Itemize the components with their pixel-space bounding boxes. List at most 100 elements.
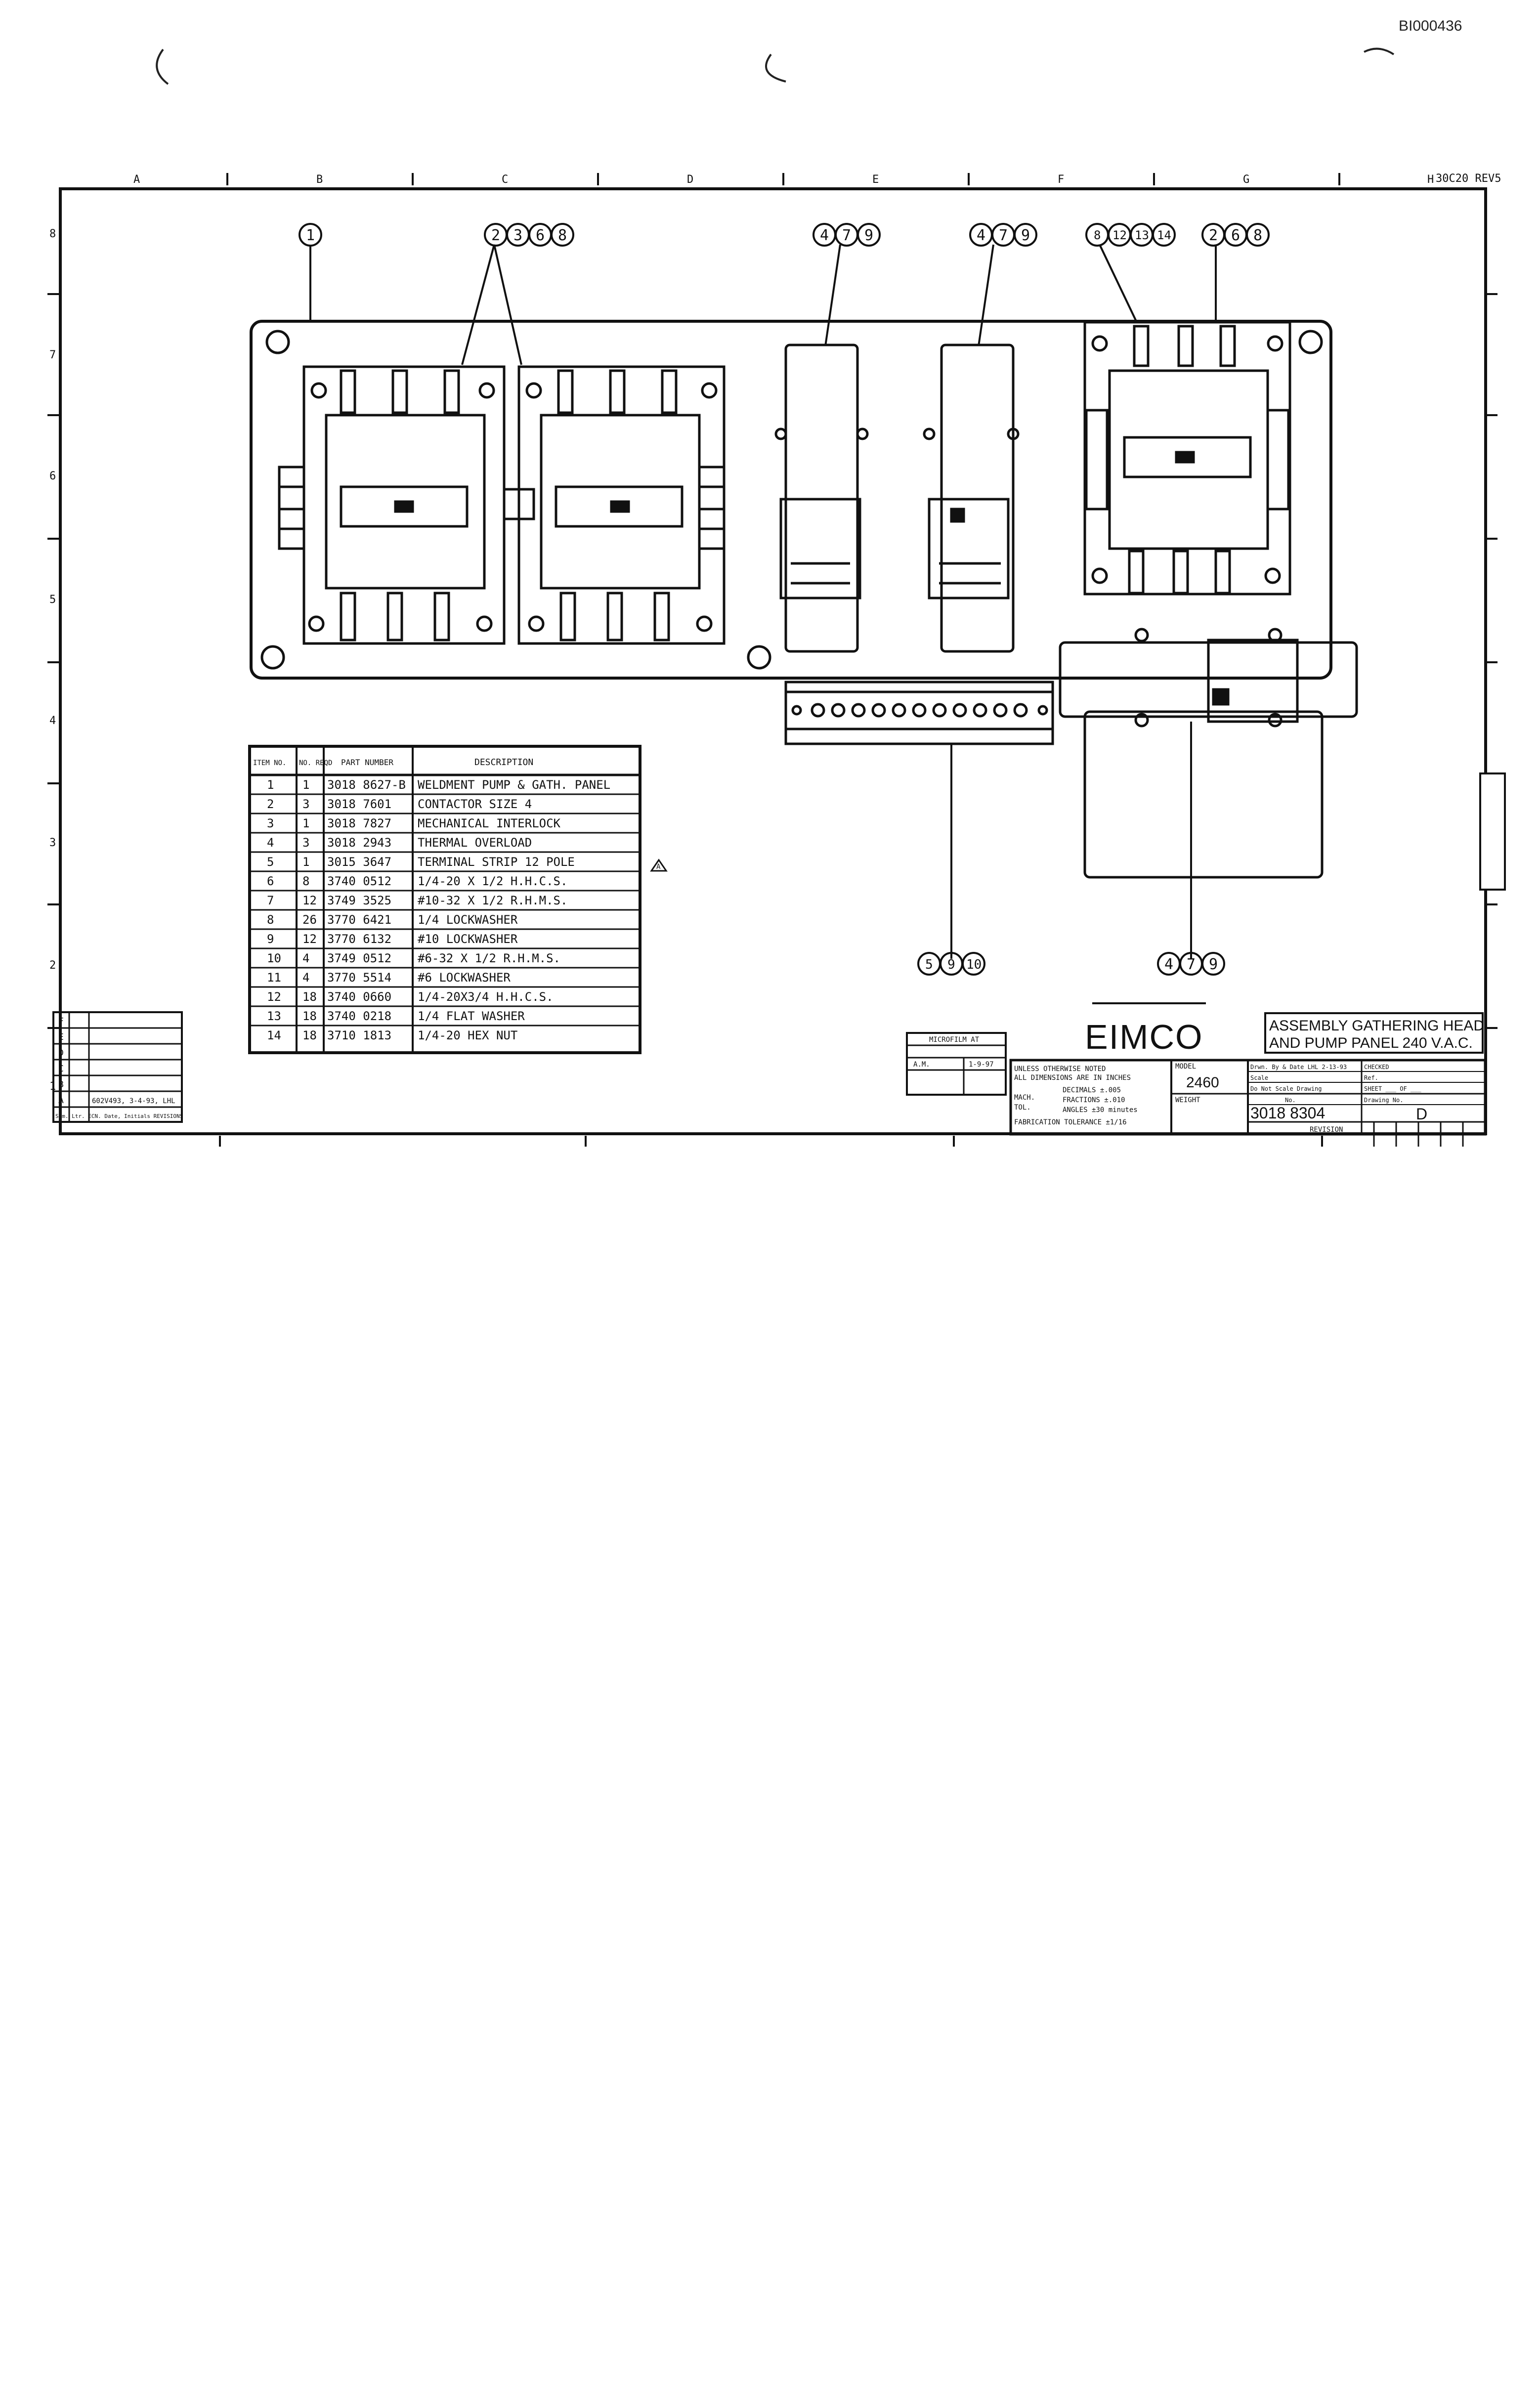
callout-8-12-13-14: 8 12 13 14 xyxy=(1085,223,1176,247)
terminal-strip xyxy=(784,681,1054,745)
callout-number: 6 xyxy=(536,227,545,244)
bom-cell-desc: #6 LOCKWASHER xyxy=(418,971,511,985)
scale-label: Scale xyxy=(1250,1074,1268,1081)
bom-cell-item: 9 xyxy=(267,932,274,946)
zone-letter: D xyxy=(687,173,693,186)
bom-cell-item: 11 xyxy=(267,971,281,985)
bom-cell-item: 8 xyxy=(267,913,274,927)
document-id: BI000436 xyxy=(1399,18,1462,34)
zone-number: 4 xyxy=(49,715,56,727)
weight-label: WEIGHT xyxy=(1175,1096,1200,1104)
callout-4-7-9-a: 4 7 9 xyxy=(813,223,881,247)
bom-cell-part: 3018 7601 xyxy=(327,797,391,811)
bom-header-desc: DESCRIPTION xyxy=(474,757,533,768)
drawing-title-line1: ASSEMBLY GATHERING HEAD xyxy=(1269,1018,1484,1034)
zone-number: 5 xyxy=(49,594,56,606)
callout-number: 2 xyxy=(491,227,500,244)
callout-4-7-9-c: 4 7 9 xyxy=(1157,952,1225,976)
zone-ticks-right xyxy=(1486,293,1497,1029)
bom-cell-qty: 8 xyxy=(302,874,309,888)
callout-number: 9 xyxy=(1209,956,1218,973)
zone-letter: E xyxy=(872,173,879,186)
tolerance-line2: ALL DIMENSIONS ARE IN INCHES xyxy=(1014,1074,1131,1082)
callout-number: 8 xyxy=(558,227,567,244)
callout-number: 6 xyxy=(1231,227,1240,244)
zone-letter: B xyxy=(316,173,323,186)
bom-cell-desc: WELDMENT PUMP & GATH. PANEL xyxy=(418,778,610,792)
callout-number: 14 xyxy=(1157,228,1171,242)
tolerance-angles: ANGLES ±30 minutes xyxy=(1063,1106,1138,1114)
zone-number: 2 xyxy=(49,959,56,972)
callout-number: 9 xyxy=(864,227,873,244)
zone-letter: H xyxy=(1427,173,1434,186)
sheet-reference: 30C20 REV5 xyxy=(1436,172,1501,185)
tolerance-fabrication: FABRICATION TOLERANCE ±1/16 xyxy=(1014,1118,1127,1126)
bom-header-item: ITEM NO. xyxy=(253,759,286,767)
bom-cell-part: 3770 6421 xyxy=(327,913,391,927)
rev-letter: E xyxy=(58,1032,64,1042)
mounting-holes xyxy=(260,330,1323,670)
callout-number: 9 xyxy=(1021,227,1030,244)
number-label: No. xyxy=(1285,1097,1296,1104)
bom-cell-desc: TERMINAL STRIP 12 POLE xyxy=(418,855,575,869)
callout-number: 3 xyxy=(513,227,522,244)
rev-letter: D xyxy=(58,1048,64,1058)
zone-numbers-left: 8 7 6 5 4 3 2 1 xyxy=(49,228,56,1093)
zone-letter: C xyxy=(502,173,508,186)
bom-cell-qty: 18 xyxy=(302,1028,317,1042)
bom-cell-desc: THERMAL OVERLOAD xyxy=(418,836,532,850)
zone-letter: F xyxy=(1058,173,1064,186)
zone-letter: G xyxy=(1243,173,1249,186)
rev-letter: A xyxy=(58,1095,64,1106)
callout-number: 7 xyxy=(999,227,1008,244)
bom-cell-qty: 12 xyxy=(302,894,317,907)
callout-number: 13 xyxy=(1135,228,1149,242)
overload-assembly-lower xyxy=(1059,628,1358,879)
bom-cell-part: 3018 2943 xyxy=(327,836,391,850)
bom-cell-part: 3740 0512 xyxy=(327,874,391,888)
callout-2-6-8: 2 6 8 xyxy=(1201,223,1270,247)
tolerance-decimals: DECIMALS ±.005 xyxy=(1063,1086,1121,1094)
bom-cell-desc: 1/4 LOCKWASHER xyxy=(418,913,518,927)
margin-tab xyxy=(1479,772,1506,891)
tolerance-fractions: FRACTIONS ±.010 xyxy=(1063,1096,1125,1104)
bom-cell-part: 3710 1813 xyxy=(327,1028,391,1042)
bom-cell-qty: 3 xyxy=(302,797,309,811)
bom-cell-part: 3749 3525 xyxy=(327,894,391,907)
bom-cell-part: 3015 3647 xyxy=(327,855,391,869)
bom-cell-qty: 1 xyxy=(302,778,309,792)
model-number: 2460 xyxy=(1186,1074,1219,1091)
drawing-size: D xyxy=(1416,1105,1427,1123)
company-logo: EIMCO xyxy=(1085,1018,1203,1056)
zone-ticks-bottom xyxy=(219,1136,1323,1147)
callout-number: 2 xyxy=(1209,227,1218,244)
callout-number: 8 xyxy=(1253,227,1262,244)
tolerance-line1: UNLESS OTHERWISE NOTED xyxy=(1014,1065,1106,1073)
rev-entry-a: 602V493, 3-4-93, LHL xyxy=(92,1097,175,1105)
zone-number: 6 xyxy=(49,470,56,482)
do-not-scale: Do Not Scale Drawing xyxy=(1250,1085,1322,1092)
bom-cell-qty: 18 xyxy=(302,990,317,1004)
callout-number: 9 xyxy=(947,957,955,972)
microfilm-am: A.M. xyxy=(913,1061,930,1069)
bom-cell-desc: CONTACTOR SIZE 4 xyxy=(418,797,532,811)
revision-triangle: A xyxy=(650,858,668,872)
bom-header-qty: NO. REQD xyxy=(299,759,332,767)
bom-cell-part: 3018 8627-B xyxy=(327,778,406,792)
callout-1: 1 xyxy=(299,223,322,247)
bom-cell-desc: 1/4-20 HEX NUT xyxy=(418,1028,517,1042)
revision-label: REVISION xyxy=(1310,1126,1343,1134)
bom-cell-desc: #10 LOCKWASHER xyxy=(418,932,518,946)
bom-cell-desc: 1/4-20X3/4 H.H.C.S. xyxy=(418,990,554,1004)
bom-cell-qty: 1 xyxy=(302,855,309,869)
bom-cell-qty: 3 xyxy=(302,836,309,850)
zone-number: 7 xyxy=(49,349,56,361)
drawing-number: 3018 8304 xyxy=(1250,1104,1325,1122)
bom-cell-item: 14 xyxy=(267,1028,281,1042)
bom-cell-item: 6 xyxy=(267,874,274,888)
callout-number: 4 xyxy=(820,227,829,244)
microfilm-box: MICROFILM AT A.M. 1-9-97 xyxy=(906,1032,1007,1096)
callout-number: 7 xyxy=(842,227,851,244)
callout-number: 8 xyxy=(1094,228,1101,242)
